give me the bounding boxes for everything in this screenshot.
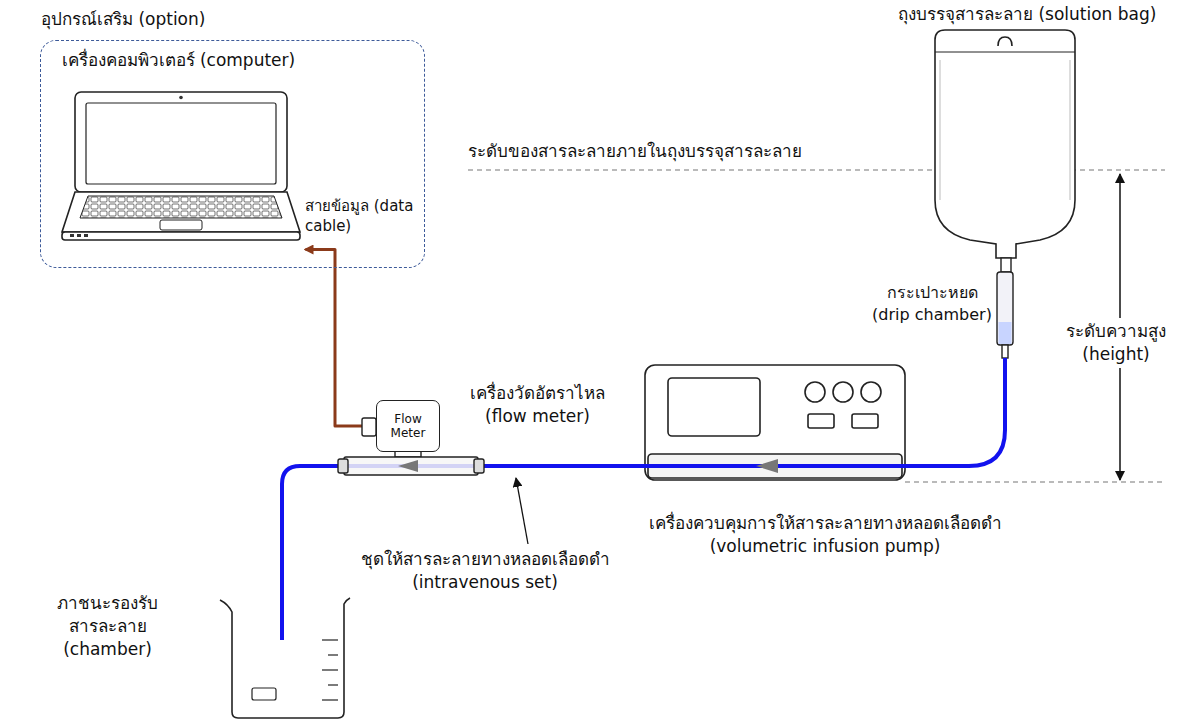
part-label: สายข้อมูล (data cable): [305, 196, 423, 237]
drip-chamber: [997, 258, 1013, 358]
flow-meter-head: Flow Meter: [376, 400, 440, 452]
infusion-pump: [645, 365, 905, 480]
pump-flow-arrow: [756, 459, 778, 473]
base-level-line: [905, 481, 1165, 482]
device-text: Flow Meter: [386, 412, 430, 440]
iv-tube: [282, 358, 1005, 640]
computer-heading: เครื่องคอมพิวเตอร์ (computer): [62, 48, 306, 72]
part-label: ภาชนะรองรับ สารละลาย (chamber): [40, 592, 175, 661]
beaker: [220, 598, 350, 718]
flow-meter-body: [338, 451, 484, 475]
cable-connector: [362, 418, 376, 436]
part-label: เครื่องควบคุมการให้สารละลายทางหลอดเลือดด…: [610, 512, 1040, 558]
solution-bag: [935, 30, 1075, 258]
option-group-box: อุปกรณ์เสริม (option)เครื่องคอมพิวเตอร์ …: [40, 40, 425, 268]
dimension-label: ระดับความสูง (height): [1052, 318, 1180, 368]
data-cable: [306, 250, 377, 427]
laptop-drawing: [62, 92, 300, 240]
part-label: เครื่องวัดอัตราไหล (flow meter): [450, 382, 625, 428]
part-label: ถุงบรรจุสารละลาย (solution bag): [898, 3, 1183, 26]
computer-node: เครื่องคอมพิวเตอร์ (computer): [62, 48, 306, 258]
part-label: กระเปาะหยด (drip chamber): [872, 282, 992, 325]
leader-line: [516, 478, 528, 544]
level-label: ระดับของสารละลายภายในถุงบรรจุสารละลาย: [468, 140, 908, 163]
group-heading: อุปกรณ์เสริม (option): [41, 7, 205, 31]
part-label: ชุดให้สารละลายทางหลอดเลือดดำ (intravenou…: [340, 548, 630, 594]
